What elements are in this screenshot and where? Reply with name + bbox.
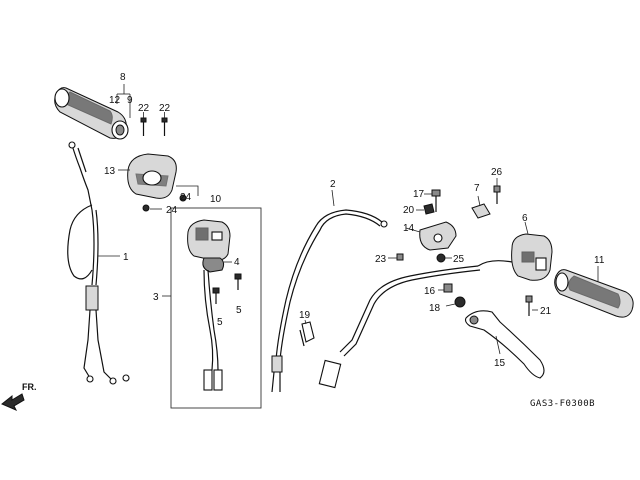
part-label-10: 10 — [210, 194, 222, 205]
part-label-3: 3 — [153, 292, 159, 303]
clamp-4 — [202, 257, 225, 273]
part-label-22b: 22 — [159, 103, 171, 114]
switch-wiring — [203, 269, 223, 391]
nut-20 — [423, 203, 435, 215]
clamp-7 — [471, 203, 491, 219]
bolt-16 — [443, 283, 453, 293]
part-label-9: 9 — [127, 95, 133, 106]
part-label-26: 26 — [491, 167, 503, 178]
part-label-20: 20 — [403, 205, 415, 216]
part-label-19: 19 — [299, 310, 311, 321]
part-label-7: 7 — [474, 183, 480, 194]
clutch-cable — [271, 209, 388, 393]
washer-24b — [142, 204, 150, 212]
part-label-12: 12 — [109, 95, 121, 106]
part-label-6: 6 — [522, 213, 528, 224]
nut-25 — [436, 253, 446, 263]
part-label-23: 23 — [375, 254, 387, 265]
part-label-11: 11 — [594, 255, 605, 266]
washer-24a — [179, 194, 187, 202]
pivot-18 — [454, 296, 466, 308]
part-label-17: 17 — [413, 189, 425, 200]
part-label-24a: 24 — [180, 192, 192, 203]
direction-label: FR. — [22, 382, 37, 392]
part-label-22a: 22 — [138, 103, 150, 114]
bolt-17 — [431, 189, 441, 212]
part-label-18: 18 — [429, 303, 441, 314]
left-grip — [554, 269, 634, 318]
part-label-5b: 5 — [236, 305, 242, 316]
clutch-lever — [464, 310, 545, 379]
part-label-15: 15 — [494, 358, 506, 369]
lever-cable — [318, 265, 481, 389]
part-label-16: 16 — [424, 286, 436, 297]
throttle-housing — [127, 153, 177, 199]
part-label-2: 2 — [330, 179, 336, 190]
forward-arrow-icon — [1, 393, 25, 411]
screw-22b — [161, 117, 168, 136]
start-switch-housing — [187, 219, 231, 261]
part-label-24b: 24 — [166, 205, 178, 216]
throttle-cable — [67, 141, 130, 385]
cable-clip — [299, 321, 315, 347]
part-label-5a: 5 — [217, 317, 223, 328]
diagram-code: GAS3-F0300B — [530, 399, 595, 409]
part-label-4: 4 — [234, 257, 240, 268]
part-label-8: 8 — [120, 72, 126, 83]
part-label-14: 14 — [403, 223, 415, 234]
clutch-bracket — [419, 221, 457, 251]
bolt-26 — [493, 185, 501, 204]
screw-22a — [140, 117, 147, 136]
assembly-box — [170, 207, 262, 409]
screw-5b — [234, 273, 242, 290]
part-label-13: 13 — [104, 166, 116, 177]
part-label-1: 1 — [123, 252, 129, 263]
screw-5a — [212, 287, 220, 304]
handlebar-switch — [477, 233, 553, 281]
throttle-grip — [54, 87, 129, 140]
bolt-23 — [396, 253, 404, 261]
part-label-25: 25 — [453, 254, 465, 265]
bolt-21 — [525, 295, 533, 316]
part-label-21: 21 — [540, 306, 552, 317]
